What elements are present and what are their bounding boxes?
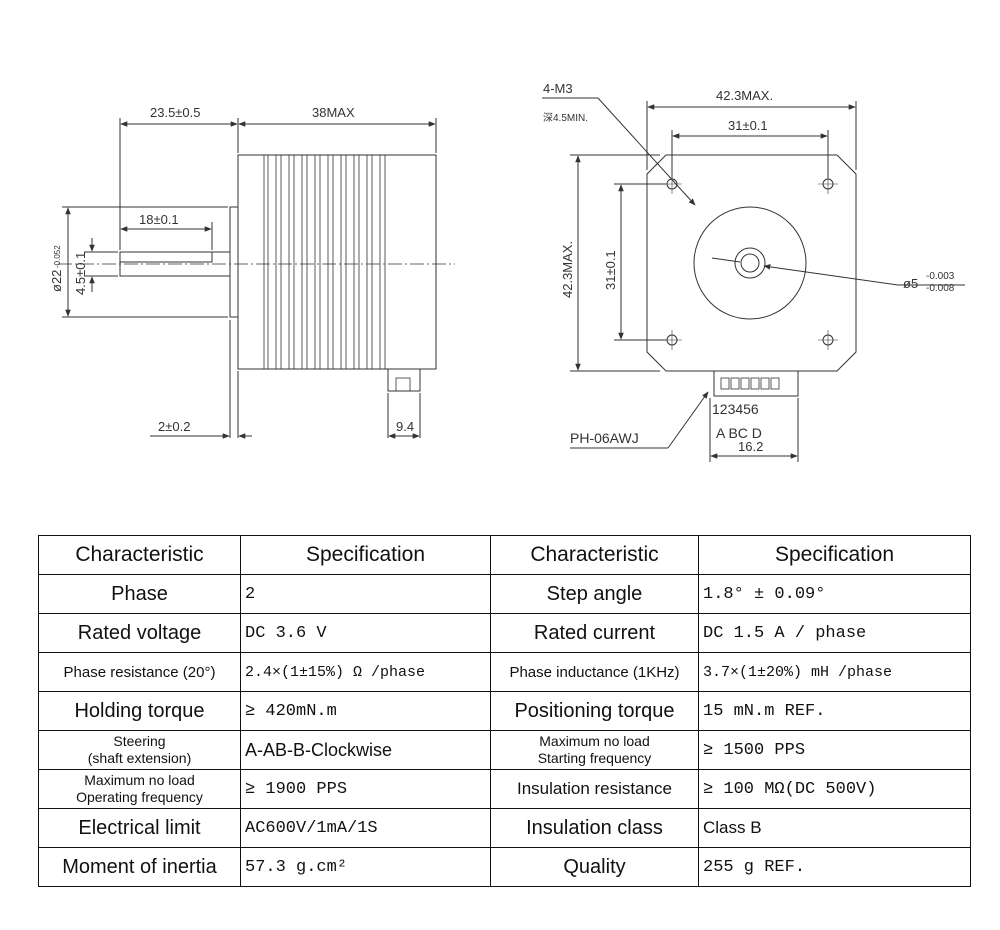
char-cell: Maximum no load Starting frequency [490,730,699,770]
spec-cell: ≥ 1900 PPS [240,769,491,809]
spec-cell: 15 mN.m REF. [698,691,971,731]
dim-connector-offset: 9.4 [396,419,414,434]
spec-cell: 2.4×(1±15%) Ω /phase [240,652,491,692]
table-row: Steering (shaft extension) A-AB-B-Clockw… [38,730,971,770]
front-view [542,97,965,462]
char-cell: Rated voltage [38,613,241,653]
spec-cell: ≥ 420mN.m [240,691,491,731]
spec-cell: DC 1.5 A / phase [698,613,971,653]
table-row: Phase 2 Step angle 1.8° ± 0.09° [38,574,971,614]
side-connector [387,368,421,392]
char-cell: Maximum no load Operating frequency [38,769,241,809]
front-connector [713,370,799,397]
dim-height-max: 42.3MAX. [560,241,575,298]
spec-cell: ≥ 1500 PPS [698,730,971,770]
char-line: Maximum no load [84,772,195,788]
char-line: Steering [113,733,166,749]
connector-pin-numbers: 123456 [712,401,759,417]
char-cell: Insulation resistance [490,769,699,809]
connector-pins [720,377,780,390]
shaft-inner [740,253,760,273]
dim-pilot-diameter: ø22 [49,270,64,292]
char-line: (shaft extension) [87,750,192,766]
shaft-leader [763,264,899,286]
dim-pilot-height: 2±0.2 [158,419,190,434]
header-specification: Specification [240,535,491,575]
spec-cell: 255 g REF. [698,847,971,887]
shaft-diameter: ø5 [903,276,918,291]
table-row: Electrical limit AC600V/1mA/1S Insulatio… [38,808,971,848]
char-cell: Steering (shaft extension) [38,730,241,770]
char-cell: Insulation class [490,808,699,848]
char-cell: Phase [38,574,241,614]
dim-body-length: 38MAX [312,105,355,120]
spec-cell: 3.7×(1±20%) mH /phase [698,652,971,692]
connector-pin-letters: A BC D [716,425,762,441]
table-row: Moment of inertia 57.3 g.cm² Quality 255… [38,847,971,887]
char-cell: Rated current [490,613,699,653]
char-cell: Phase inductance (1KHz) [490,652,699,692]
dim-shaft-length: 23.5±0.5 [150,105,201,120]
side-view-labels: 23.5±0.5 38MAX 18±0.1 ø22 -0.052 4.5±0.1… [49,105,414,434]
dim-hole-spacing-v: 31±0.1 [603,250,618,290]
table-row: Maximum no load Operating frequency ≥ 19… [38,769,971,809]
spec-cell: 1.8° ± 0.09° [698,574,971,614]
char-cell: Holding torque [38,691,241,731]
char-cell: Positioning torque [490,691,699,731]
front-view-labels: 4-M3 深4.5MIN. 42.3MAX. 31±0.1 42.3MAX. 3… [543,81,955,454]
char-cell: Moment of inertia [38,847,241,887]
dim-connector-width: 16.2 [738,439,763,454]
table-header-row: Characteristic Specification Characteris… [38,535,971,575]
connector-leader [667,391,709,449]
body-fins [263,155,386,369]
screw-depth: 深4.5MIN. [543,112,588,124]
screw-label: 4-M3 [543,81,573,96]
mounting-boss [693,206,807,320]
connector-model: PH-06AWJ [570,430,639,446]
mounting-holes [666,178,834,346]
header-specification: Specification [698,535,971,575]
motor-drawing: 23.5±0.5 38MAX 18±0.1 ø22 -0.052 4.5±0.1… [49,81,965,462]
table-row: Phase resistance (20°) 2.4×(1±15%) Ω /ph… [38,652,971,692]
table-row: Holding torque ≥ 420mN.m Positioning tor… [38,691,971,731]
char-cell: Electrical limit [38,808,241,848]
table-row: Rated voltage DC 3.6 V Rated current DC … [38,613,971,653]
side-view [58,118,455,439]
shaft-tolerance-upper: -0.003 [926,271,955,282]
shaft-tolerance-lower: -0.008 [926,283,955,294]
dim-flat-depth: 4.5±0.1 [73,252,88,295]
char-line: Maximum no load [539,733,650,749]
char-cell: Phase resistance (20°) [38,652,241,692]
header-characteristic: Characteristic [38,535,241,575]
dim-hole-spacing-h: 31±0.1 [728,118,768,133]
motor-face [646,154,857,372]
screw-leader [597,97,696,206]
spec-cell: Class B [698,808,971,848]
char-cell: Quality [490,847,699,887]
spec-cell: DC 3.6 V [240,613,491,653]
spec-cell: A-AB-B-Clockwise [240,730,491,770]
char-line: Starting frequency [537,750,652,766]
char-cell: Step angle [490,574,699,614]
spec-cell: 2 [240,574,491,614]
spec-table: Characteristic Specification Characteris… [38,535,971,887]
spec-cell: 57.3 g.cm² [240,847,491,887]
dim-width-max: 42.3MAX. [716,88,773,103]
dim-pilot-tolerance: -0.052 [53,245,62,268]
shaft-outer [734,247,766,279]
char-line: Operating frequency [76,789,203,805]
spec-cell: AC600V/1mA/1S [240,808,491,848]
pilot-boss [229,206,239,318]
spec-cell: ≥ 100 MΩ(DC 500V) [698,769,971,809]
header-characteristic: Characteristic [490,535,699,575]
dim-flat-length: 18±0.1 [139,212,179,227]
